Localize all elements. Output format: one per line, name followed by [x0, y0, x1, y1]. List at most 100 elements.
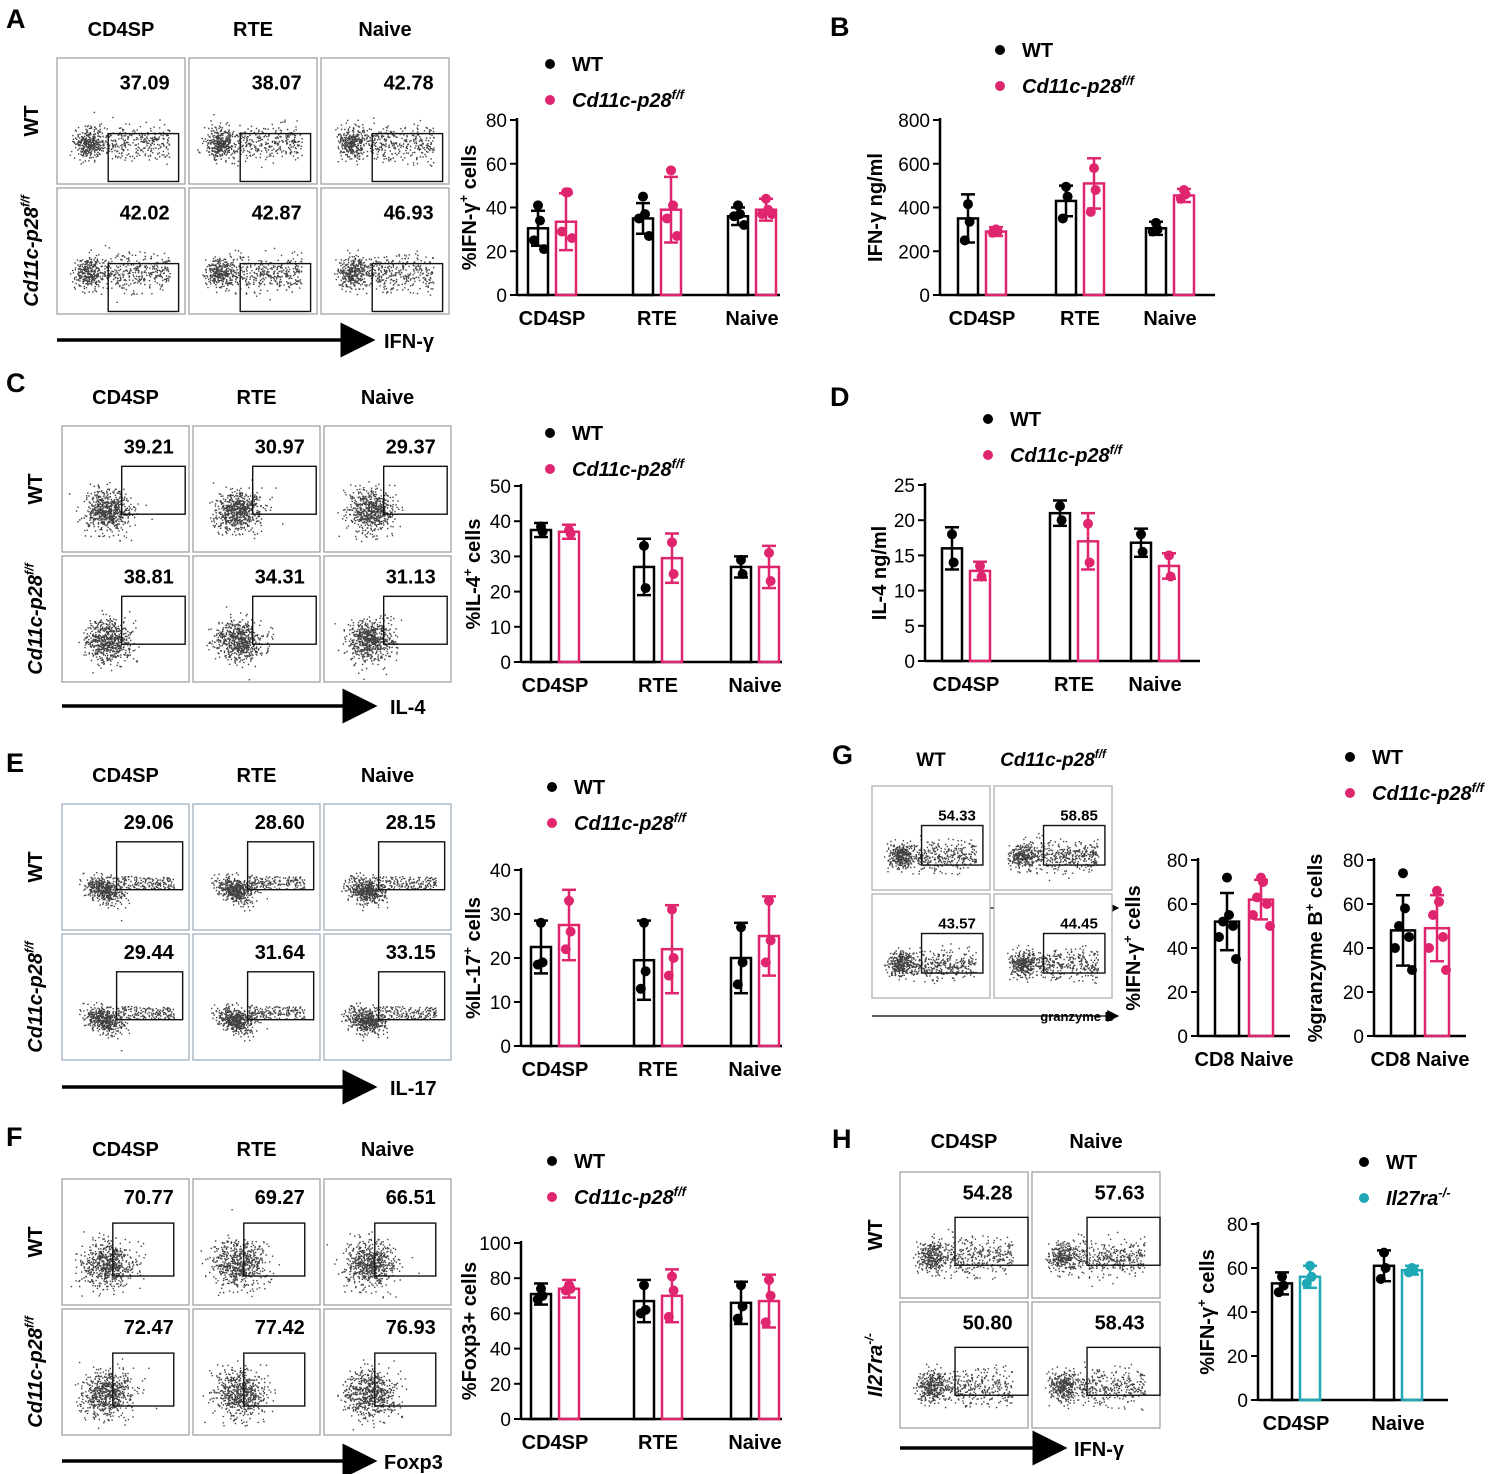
flow-plot-frame — [56, 57, 186, 185]
flow-plot-frame — [871, 785, 991, 891]
data-point — [667, 1271, 677, 1282]
flow-plot: 29.37 — [323, 425, 452, 553]
flow-dots — [341, 872, 438, 912]
flow-plot: 42.78 — [320, 57, 450, 185]
flow-plot: 31.64 — [192, 933, 321, 1061]
flow-dots — [209, 479, 284, 540]
flow-row-label-main: Il27ra — [865, 1345, 887, 1397]
flow-plot-frame — [61, 803, 190, 931]
data-point — [1224, 910, 1234, 920]
flow-gate — [251, 595, 317, 645]
gate-percentage: 38.07 — [252, 73, 302, 95]
y-tick-label: 80 — [486, 111, 507, 132]
flow-plot-frame — [323, 555, 452, 683]
x-tick-label: Naive — [1128, 674, 1181, 696]
x-tick-label: Naive — [728, 1432, 781, 1454]
y-tick-label: 40 — [490, 861, 511, 882]
flow-dots — [337, 481, 404, 543]
legend-label-ko: Cd11c-p28f/f — [574, 810, 688, 835]
flow-dots — [337, 1359, 408, 1431]
flow-col-header: RTE — [233, 19, 273, 41]
y-tick-label: 80 — [1343, 851, 1364, 872]
legend-marker-wt — [1345, 752, 1355, 762]
flow-col-header-main: RTE — [237, 1139, 277, 1161]
gate-percentage: 29.06 — [124, 812, 174, 834]
data-point — [1165, 571, 1176, 582]
x-tick-label: CD4SP — [522, 1059, 589, 1081]
y-axis-label-sup: + — [456, 194, 471, 202]
y-tick-label: 20 — [490, 949, 511, 970]
flow-col-header-main: Cd11c-p28 — [1000, 750, 1095, 771]
y-axis-label-tail: + cells — [459, 1262, 481, 1324]
gate-percentage: 31.64 — [255, 942, 306, 964]
legend-marker-ko — [1359, 1193, 1369, 1203]
data-point — [1438, 932, 1448, 942]
legend-marker-wt — [547, 782, 557, 792]
flow-gate — [243, 1352, 306, 1407]
flow-col-header: RTE — [237, 387, 277, 409]
data-point — [1057, 213, 1068, 224]
legend-marker-wt — [983, 414, 993, 424]
flow-gate — [251, 465, 317, 515]
y-tick-label: 20 — [1343, 983, 1364, 1004]
flow-dots — [70, 1231, 147, 1297]
y-axis-label-main: %Foxp3 — [459, 1324, 481, 1401]
legend-label-ko-sup: f/f — [1110, 442, 1124, 457]
data-point — [1432, 885, 1442, 896]
flow-col-header-sup: f/f — [1095, 748, 1107, 761]
data-point — [668, 200, 678, 211]
y-tick-label: 30 — [490, 547, 511, 568]
data-point — [1262, 899, 1272, 909]
flow-plot: 66.51 — [323, 1178, 452, 1306]
flow-plot: 29.44 — [61, 933, 190, 1061]
data-point — [1305, 1260, 1315, 1271]
bar — [1270, 1282, 1294, 1402]
gate-percentage: 46.93 — [384, 203, 434, 225]
legend-label-ko-sup: f/f — [674, 810, 688, 825]
data-point — [1228, 921, 1238, 931]
flow-dots — [78, 610, 140, 674]
bar — [1129, 541, 1153, 663]
data-point — [1089, 163, 1099, 174]
y-axis-label-main: IFN-γ ng/ml — [865, 153, 887, 262]
data-point — [537, 526, 548, 537]
data-point — [1055, 501, 1065, 512]
x-tick-label: RTE — [638, 1432, 678, 1454]
y-tick-label: 0 — [1177, 1027, 1188, 1048]
data-point — [729, 211, 739, 222]
y-tick-label: 80 — [1227, 1215, 1248, 1236]
x-tick-label: Naive — [725, 308, 778, 330]
y-axis-label-main: %IL-4 — [463, 575, 485, 629]
data-point — [1273, 1287, 1284, 1298]
flow-plot: 43.57 — [871, 893, 991, 999]
y-tick-label: 50 — [490, 477, 511, 498]
flow-row-label-main: Cd11c-p28 — [25, 1327, 47, 1428]
panel-letter-c: C — [6, 368, 26, 398]
flow-dots — [334, 249, 435, 296]
y-tick-label: 30 — [490, 905, 511, 926]
flow-plot-frame — [323, 1308, 452, 1436]
flow-gate — [107, 262, 180, 313]
flow-dots — [68, 482, 153, 542]
data-point — [532, 959, 543, 970]
x-tick-label: RTE — [638, 1059, 678, 1081]
y-tick-label: 0 — [500, 1410, 511, 1431]
y-tick-label: 80 — [490, 1269, 511, 1290]
flow-gate — [371, 132, 444, 183]
y-tick-label: 0 — [1237, 1391, 1248, 1412]
y-axis-label-tail: cells — [463, 519, 485, 569]
flow-plot-frame — [320, 57, 450, 185]
data-point — [1258, 877, 1268, 887]
y-tick-label: 100 — [479, 1234, 511, 1255]
legend-label-ko-main: Cd11c-p28 — [572, 459, 673, 481]
flow-plot-frame — [192, 933, 321, 1061]
flow-plot-frame — [320, 187, 450, 315]
flow-plot-frame — [192, 803, 321, 931]
legend-label-ko: Cd11c-p28f/f — [572, 456, 686, 481]
y-axis-label: IFN-γ ng/ml — [865, 153, 887, 262]
y-tick-label: 10 — [490, 993, 511, 1014]
panel-letter-f: F — [6, 1122, 23, 1152]
